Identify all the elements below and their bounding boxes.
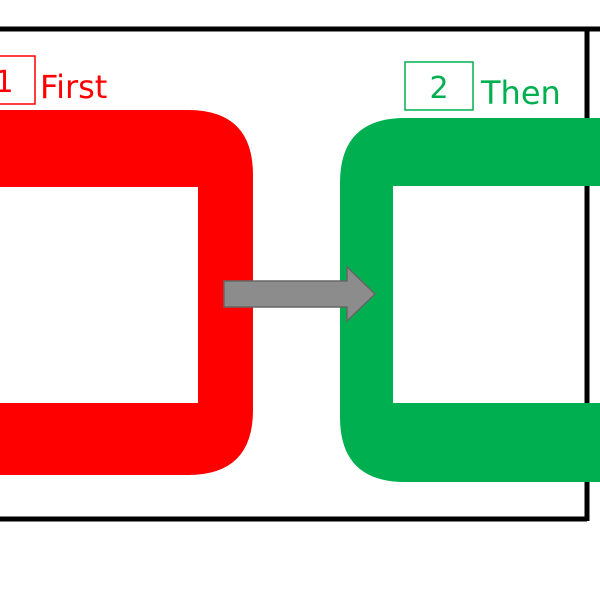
first-number-box [0,55,36,105]
then-label: Then [480,74,561,112]
first-panel-frame [0,110,253,475]
then-number: 2 [429,71,448,106]
first-panel: 1 First [0,55,253,475]
then-panel-frame [340,118,600,482]
right-arrow-icon [223,265,377,323]
first-label: First [40,68,107,106]
first-number: 1 [0,65,14,100]
then-panel: 2 Then [340,61,600,482]
then-number-box [404,61,474,111]
